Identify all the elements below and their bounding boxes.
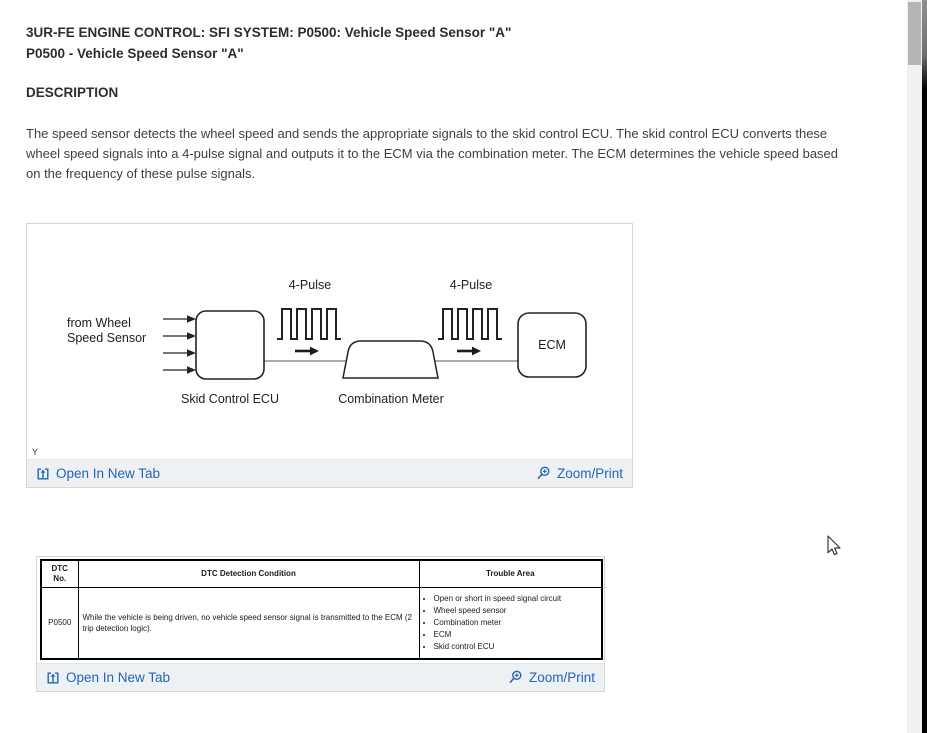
ecm-label: ECM bbox=[538, 338, 566, 352]
skid-control-ecu-label: Skid Control ECU bbox=[181, 392, 279, 406]
trouble-area-item: Combination meter bbox=[434, 617, 600, 628]
flow-arrow-left bbox=[295, 346, 319, 356]
zoom-print-icon bbox=[537, 466, 550, 480]
dtc-table-row: P0500 While the vehicle is being driven,… bbox=[40, 586, 603, 660]
from-wheel-label-line1: from Wheel bbox=[67, 316, 131, 330]
zoom-print-icon bbox=[509, 670, 522, 684]
wheel-sensor-input-arrows bbox=[163, 315, 196, 374]
page-title-line1: 3UR-FE ENGINE CONTROL: SFI SYSTEM: P0500… bbox=[26, 25, 512, 40]
figure2-open-in-new-tab-label: Open In New Tab bbox=[66, 670, 171, 685]
skid-control-ecu-box bbox=[195, 310, 265, 380]
trouble-area-item: Wheel speed sensor bbox=[434, 605, 600, 616]
trouble-area-cell: Open or short in speed signal circuit Wh… bbox=[418, 586, 603, 660]
description-paragraph: The speed sensor detects the wheel speed… bbox=[26, 126, 839, 181]
detection-condition-cell: While the vehicle is being driven, no ve… bbox=[77, 586, 420, 660]
dtc-no-cell: P0500 bbox=[40, 586, 79, 660]
mouse-cursor bbox=[827, 535, 841, 556]
figure-corner-mark: Y bbox=[32, 447, 39, 457]
pulse-waveform-left bbox=[277, 308, 341, 340]
page-title-line2: P0500 - Vehicle Speed Sensor "A" bbox=[26, 46, 244, 61]
from-wheel-label-line2: Speed Sensor bbox=[67, 331, 146, 345]
pulse-label-left: 4-Pulse bbox=[289, 278, 331, 292]
trouble-area-item: ECM bbox=[434, 629, 600, 640]
detection-condition-header: DTC Detection Condition bbox=[77, 559, 420, 588]
open-in-new-tab-icon bbox=[47, 672, 59, 683]
dtc-table: DTC No. DTC Detection Condition Trouble … bbox=[40, 559, 603, 660]
diagram-figure: from Wheel Speed Sensor Skid Control ECU… bbox=[26, 223, 633, 488]
figure1-toolbar: Open In New Tab Zoom/Print bbox=[27, 459, 632, 487]
combination-meter-shape bbox=[342, 340, 439, 379]
trouble-area-list: Open or short in speed signal circuit Wh… bbox=[434, 593, 600, 652]
pulse-waveform-right bbox=[438, 308, 502, 340]
figure1-zoom-print-button[interactable]: Zoom/Print bbox=[536, 466, 623, 481]
figure1-open-in-new-tab-label: Open In New Tab bbox=[56, 466, 161, 481]
dtc-table-canvas: DTC No. DTC Detection Condition Trouble … bbox=[37, 557, 604, 663]
dtc-table-figure: DTC No. DTC Detection Condition Trouble … bbox=[36, 556, 605, 692]
figure1-open-in-new-tab-button[interactable]: Open In New Tab bbox=[36, 466, 160, 481]
page-title: 3UR-FE ENGINE CONTROL: SFI SYSTEM: P0500… bbox=[26, 22, 511, 64]
figure2-toolbar: Open In New Tab Zoom/Print bbox=[37, 663, 604, 691]
figure1-zoom-print-label: Zoom/Print bbox=[556, 466, 623, 481]
trouble-area-item: Skid control ECU bbox=[434, 641, 600, 652]
window-edge bbox=[922, 0, 927, 733]
diagram-canvas: from Wheel Speed Sensor Skid Control ECU… bbox=[27, 224, 632, 459]
figure2-zoom-print-button[interactable]: Zoom/Print bbox=[508, 670, 595, 685]
signal-flow-diagram: from Wheel Speed Sensor Skid Control ECU… bbox=[67, 278, 587, 406]
figure2-open-in-new-tab-button[interactable]: Open In New Tab bbox=[46, 670, 170, 685]
scrollbar-track[interactable] bbox=[907, 0, 922, 733]
ecm-box bbox=[517, 312, 587, 378]
trouble-area-header: Trouble Area bbox=[418, 559, 603, 588]
figure2-zoom-print-label: Zoom/Print bbox=[528, 670, 595, 685]
trouble-area-item: Open or short in speed signal circuit bbox=[434, 593, 600, 604]
combination-meter-label: Combination Meter bbox=[338, 392, 444, 406]
flow-arrow-right bbox=[457, 346, 481, 356]
pulse-label-right: 4-Pulse bbox=[450, 278, 492, 292]
scrollbar-thumb[interactable] bbox=[908, 2, 921, 65]
dtc-table-header-row: DTC No. DTC Detection Condition Trouble … bbox=[40, 559, 603, 588]
open-in-new-tab-icon bbox=[37, 468, 49, 479]
dtc-no-header: DTC No. bbox=[40, 559, 79, 588]
section-heading-description: DESCRIPTION bbox=[26, 85, 119, 100]
